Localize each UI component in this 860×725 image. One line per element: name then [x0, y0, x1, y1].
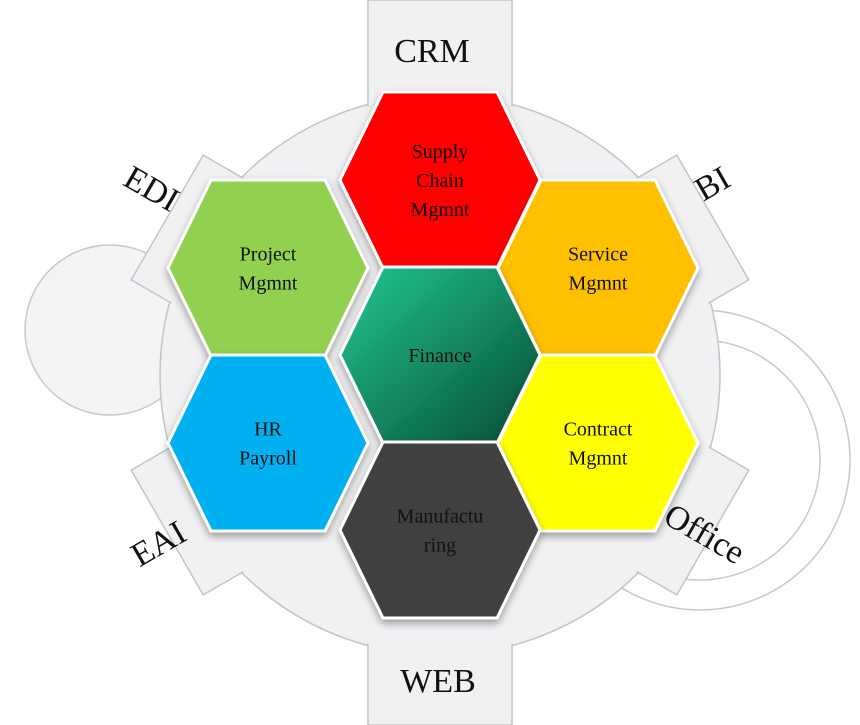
hexagon-shape — [166, 353, 370, 533]
hexagon-label-finance: Finance — [408, 345, 471, 367]
hexagon-finance: Finance — [338, 265, 542, 445]
hexagon-shape — [166, 178, 370, 358]
spoke-label-web: WEB — [400, 663, 476, 700]
spoke-label-crm: CRM — [394, 33, 470, 70]
hexagon-shape — [338, 440, 542, 620]
